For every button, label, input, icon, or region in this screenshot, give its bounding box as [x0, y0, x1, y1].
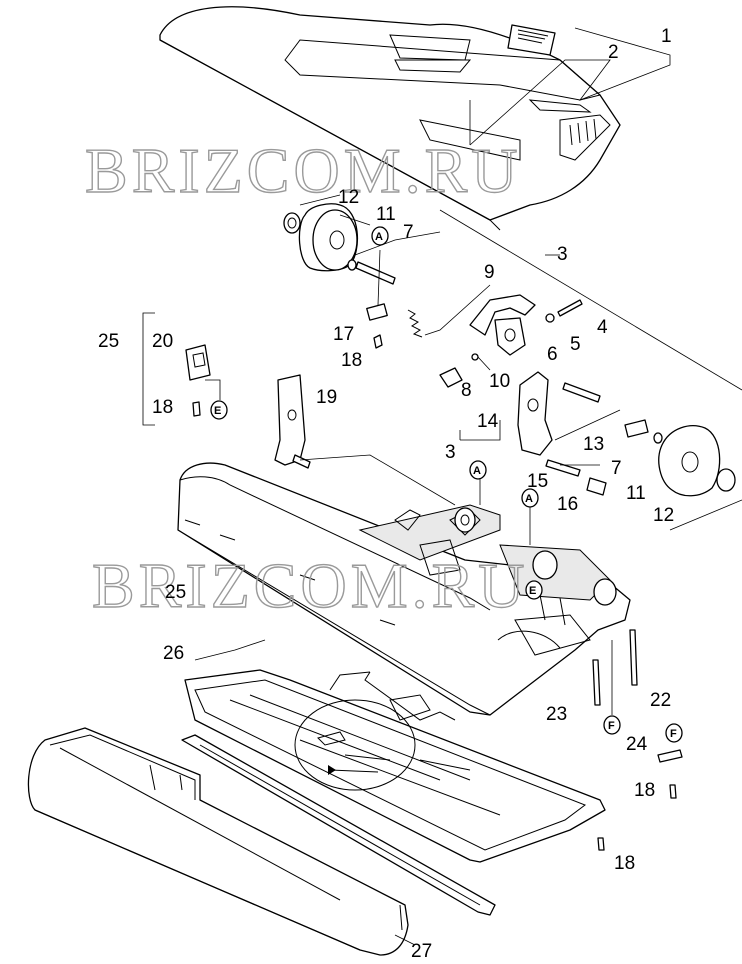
- svg-text:E: E: [214, 405, 221, 417]
- callout-e-1: E: [210, 400, 228, 420]
- label-18-right: 18: [634, 780, 655, 801]
- label-4: 4: [597, 317, 608, 338]
- label-16: 16: [557, 494, 578, 515]
- svg-text:A: A: [473, 465, 481, 477]
- label-12: 12: [338, 187, 359, 208]
- height-lever: [469, 294, 536, 356]
- svg-text:F: F: [670, 728, 677, 740]
- label-3-left: 3: [445, 442, 456, 463]
- callout-a-1: A: [371, 226, 389, 246]
- label-11-right: 11: [626, 483, 646, 504]
- arm-bracket: [517, 371, 553, 456]
- spring: [407, 284, 491, 338]
- label-22: 22: [650, 690, 671, 711]
- label-18-bottom: 18: [614, 853, 635, 874]
- label-9: 9: [484, 262, 495, 283]
- label-6: 6: [547, 344, 558, 365]
- callout-a-2: A: [469, 460, 487, 480]
- label-17: 17: [333, 324, 354, 345]
- latch-19: [274, 374, 311, 469]
- label-14: 14: [477, 411, 499, 432]
- label-1: 1: [661, 26, 672, 47]
- label-18-left: 18: [152, 397, 173, 418]
- label-25-base: 25: [165, 582, 186, 603]
- label-23: 23: [546, 704, 567, 725]
- label-25: 25: [98, 331, 119, 352]
- svg-text:A: A: [375, 231, 383, 243]
- wheel-right: [658, 425, 736, 497]
- callout-f-1: F: [603, 715, 621, 735]
- top-cover: [159, 6, 621, 231]
- svg-text:A: A: [525, 493, 533, 505]
- label-15: 15: [527, 471, 548, 492]
- callout-a-3: A: [521, 488, 539, 508]
- label-11: 11: [376, 204, 396, 225]
- label-sticker: [507, 24, 556, 56]
- label-7-right: 7: [611, 458, 622, 479]
- watermark-bottom: BRIZCOM.RU: [92, 550, 529, 621]
- label-18: 18: [341, 350, 362, 371]
- label-7: 7: [403, 222, 414, 243]
- clip-20: [185, 344, 211, 381]
- label-20: 20: [152, 331, 173, 352]
- callout-f-2: F: [665, 723, 683, 743]
- svg-text:F: F: [608, 720, 615, 732]
- label-12-right: 12: [653, 505, 674, 526]
- axle-upper: [347, 259, 396, 285]
- label-27: 27: [411, 941, 432, 962]
- label-19: 19: [316, 387, 337, 408]
- label-26: 26: [163, 643, 184, 664]
- bottom-frame: [184, 669, 606, 863]
- label-24: 24: [626, 734, 648, 755]
- edge-strip: [181, 734, 496, 916]
- label-13: 13: [583, 434, 604, 455]
- label-5: 5: [570, 334, 581, 355]
- label-8: 8: [461, 380, 472, 401]
- watermark-top: BRIZCOM.RU: [85, 135, 522, 206]
- base-housing: [177, 462, 631, 716]
- front-bumper: [27, 727, 409, 956]
- wheel-left: [283, 203, 359, 272]
- label-3: 3: [557, 244, 568, 265]
- svg-text:E: E: [529, 585, 536, 597]
- label-10: 10: [489, 371, 510, 392]
- label-2: 2: [608, 42, 619, 63]
- callout-e-2: E: [525, 580, 543, 600]
